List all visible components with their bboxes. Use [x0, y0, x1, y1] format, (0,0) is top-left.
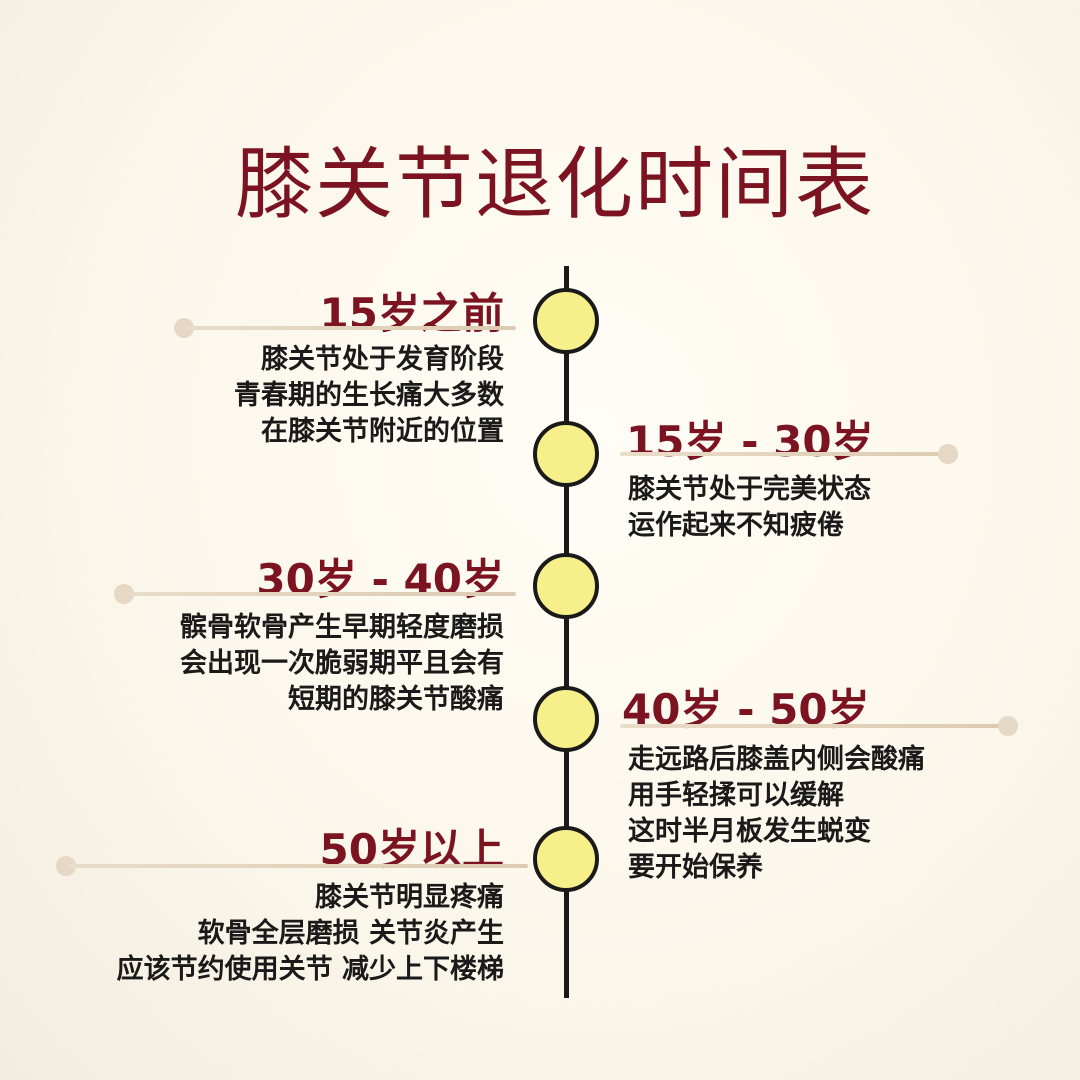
rule-dot: [998, 716, 1018, 736]
timeline-node-2: [533, 421, 599, 487]
timeline-node-5: [533, 826, 599, 892]
stage-line: 要开始保养: [628, 852, 763, 883]
rule-dot: [56, 856, 76, 876]
stage-line: 软骨全层磨损 关节炎产生: [197, 918, 504, 949]
stage-line: 用手轻揉可以缓解: [628, 780, 844, 811]
timeline-node-1: [533, 288, 599, 354]
stage-line: 膝关节处于完美状态: [628, 474, 871, 505]
stage-label: 30岁 - 40岁: [256, 555, 504, 604]
rule-line: [68, 864, 528, 868]
stage-3-description: 髌骨软骨产生早期轻度磨损 会出现一次脆弱期平且会有 短期的膝关节酸痛: [180, 610, 504, 718]
stage-line: 在膝关节附近的位置: [261, 416, 504, 447]
stage-2: 15岁 - 30岁: [626, 408, 874, 469]
timeline-axis: [564, 266, 569, 998]
rule-line: [186, 326, 516, 330]
stage-line: 会出现一次脆弱期平且会有: [180, 648, 504, 679]
rule-dot: [174, 318, 194, 338]
stage-label: 15岁之前: [319, 289, 504, 338]
stage-label: 15岁 - 30岁: [626, 417, 874, 466]
timeline-node-3: [533, 553, 599, 619]
timeline-node-4: [533, 686, 599, 752]
stage-line: 短期的膝关节酸痛: [288, 684, 504, 715]
stage-line: 应该节约使用关节 减少上下楼梯: [116, 954, 504, 985]
stage-5-description: 膝关节明显疼痛 软骨全层磨损 关节炎产生 应该节约使用关节 减少上下楼梯: [117, 880, 504, 988]
stage-1-description: 膝关节处于发育阶段 青春期的生长痛大多数 在膝关节附近的位置: [234, 342, 504, 450]
stage-line: 走远路后膝盖内侧会酸痛: [628, 744, 925, 775]
rule-dot: [938, 444, 958, 464]
stage-line: 运作起来不知疲倦: [628, 510, 844, 541]
page-title: 膝关节退化时间表: [234, 140, 875, 230]
rule-dot: [114, 584, 134, 604]
stage-4-description: 走远路后膝盖内侧会酸痛 用手轻揉可以缓解 这时半月板发生蜕变 要开始保养: [628, 742, 925, 886]
stage-line: 青春期的生长痛大多数: [234, 380, 504, 411]
rule-line: [620, 452, 940, 456]
stage-line: 髌骨软骨产生早期轻度磨损: [180, 612, 504, 643]
stage-line: 膝关节处于发育阶段: [261, 344, 504, 375]
rule-line: [620, 724, 1000, 728]
stage-2-description: 膝关节处于完美状态 运作起来不知疲倦: [628, 472, 871, 544]
stage-line: 这时半月板发生蜕变: [628, 816, 871, 847]
stage-line: 膝关节明显疼痛: [315, 882, 504, 913]
rule-line: [126, 592, 516, 596]
